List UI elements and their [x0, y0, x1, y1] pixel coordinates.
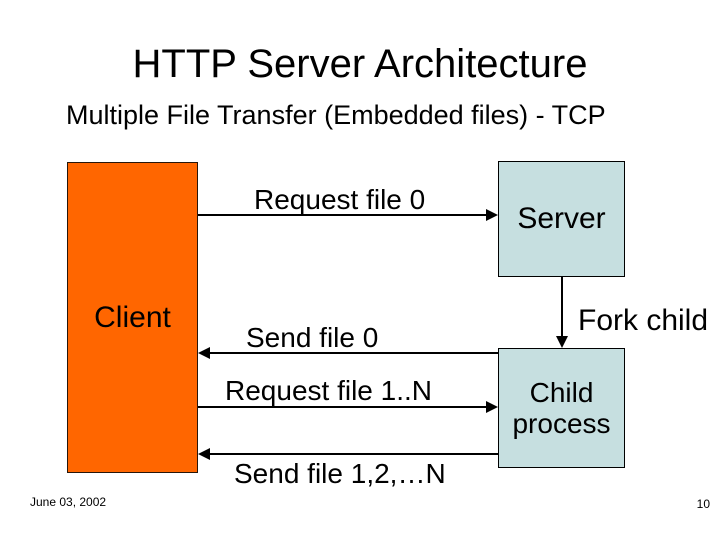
fork-child-arrow-line — [561, 277, 563, 336]
child-process-node: Child process — [498, 348, 625, 468]
send-file-12n-arrowhead-left-icon — [198, 448, 210, 460]
fork-child-arrowhead-down-icon — [556, 336, 568, 348]
client-node-label: Client — [94, 300, 171, 334]
fork-child-label: Fork child — [578, 304, 709, 337]
request-file-1n-arrow-line — [198, 406, 486, 408]
send-file-0-arrow-line — [210, 352, 498, 354]
page-number: 10 — [696, 497, 710, 511]
send-file-12n-label: Send file 1,2,…N — [234, 458, 446, 489]
server-node-label: Server — [517, 202, 606, 236]
request-file-0-arrowhead-right-icon — [486, 209, 498, 221]
slide-subtitle: Multiple File Transfer (Embedded files) … — [66, 100, 606, 130]
request-file-1n-label: Request file 1..N — [225, 375, 432, 406]
client-node: Client — [67, 162, 198, 473]
request-file-0-label: Request file 0 — [254, 184, 426, 215]
request-file-1n-arrowhead-right-icon — [486, 401, 498, 413]
send-file-0-arrowhead-left-icon — [198, 347, 210, 359]
send-file-12n-arrow-line — [210, 453, 498, 455]
request-file-0-arrow-line — [198, 214, 486, 216]
child-process-node-label: Child process — [512, 376, 611, 439]
send-file-0-label: Send file 0 — [246, 322, 379, 353]
slide-title: HTTP Server Architecture — [132, 42, 588, 86]
footer-date: June 03, 2002 — [30, 495, 107, 509]
server-node: Server — [498, 161, 625, 277]
